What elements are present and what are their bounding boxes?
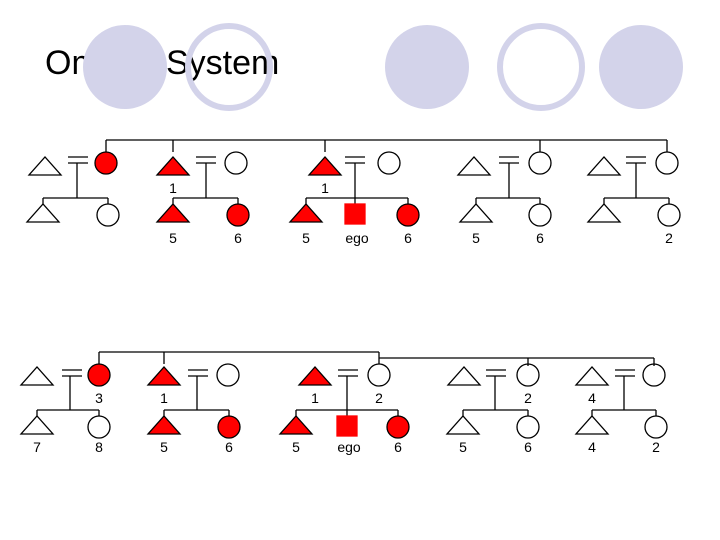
- kin-label: 6: [394, 439, 402, 455]
- kin-label: 2: [665, 230, 673, 246]
- male-symbol-red: [146, 415, 182, 435]
- female-symbol: [367, 363, 391, 387]
- diagram-1-labels: 1 1 5 6 5 ego 6 5 6 2: [169, 180, 673, 246]
- diagram-2-labels: 3 1 1 2 2 4 7 8 5 6 5 ego 6 5 6 4 2: [33, 390, 660, 455]
- male-symbol-red: [288, 203, 324, 223]
- female-symbol: [642, 363, 666, 387]
- decor-circles: [83, 23, 683, 111]
- diagram-2: [19, 351, 668, 439]
- female-symbol-red: [386, 415, 410, 439]
- kin-label: 5: [472, 230, 480, 246]
- kin-label: 4: [588, 390, 596, 406]
- female-symbol: [655, 151, 679, 175]
- female-symbol: [516, 415, 540, 439]
- ego-square: [336, 415, 358, 437]
- kin-label: 8: [95, 439, 103, 455]
- ego-label: ego: [345, 230, 369, 246]
- kin-label: 1: [169, 180, 177, 196]
- decor-circle: [185, 23, 273, 111]
- kin-label: 4: [588, 439, 596, 455]
- decor-circle: [385, 25, 469, 109]
- male-symbol-red: [278, 415, 314, 435]
- kin-label: 1: [311, 390, 319, 406]
- female-symbol: [377, 151, 401, 175]
- female-symbol: [528, 151, 552, 175]
- diagram-2-lines: [36, 351, 657, 416]
- female-symbol: [96, 203, 120, 227]
- ego-square: [344, 203, 366, 225]
- kin-label: 5: [302, 230, 310, 246]
- kin-label: 7: [33, 439, 41, 455]
- kin-label: 2: [524, 390, 532, 406]
- kin-label: 6: [536, 230, 544, 246]
- kin-label: 5: [169, 230, 177, 246]
- kin-label: 2: [375, 390, 383, 406]
- male-symbol-red: [307, 156, 343, 176]
- female-symbol-red: [217, 415, 241, 439]
- female-symbol: [516, 363, 540, 387]
- kin-label: 1: [321, 180, 329, 196]
- male-symbol-red: [155, 156, 191, 176]
- male-symbol: [586, 203, 622, 223]
- male-symbol: [25, 203, 61, 223]
- male-symbol: [19, 415, 55, 435]
- kin-label: 6: [234, 230, 242, 246]
- female-symbol-red: [94, 151, 118, 175]
- kin-label: 5: [292, 439, 300, 455]
- female-symbol: [87, 415, 111, 439]
- female-symbol: [216, 363, 240, 387]
- ego-label: ego: [337, 439, 361, 455]
- decor-circle: [599, 25, 683, 109]
- diagram-1: [25, 139, 681, 227]
- kin-label: 5: [160, 439, 168, 455]
- male-symbol-red: [146, 366, 182, 386]
- female-symbol: [657, 203, 681, 227]
- male-symbol: [574, 415, 610, 435]
- male-symbol-red: [297, 366, 333, 386]
- female-symbol: [644, 415, 668, 439]
- male-symbol: [446, 366, 482, 386]
- kin-label: 3: [95, 390, 103, 406]
- kin-label: 6: [524, 439, 532, 455]
- kin-label: 2: [652, 439, 660, 455]
- kin-label: 5: [459, 439, 467, 455]
- male-symbol-red: [155, 203, 191, 223]
- female-symbol-red: [226, 203, 250, 227]
- male-symbol: [27, 156, 63, 176]
- kin-label: 1: [160, 390, 168, 406]
- male-symbol: [458, 203, 494, 223]
- female-symbol-red: [396, 203, 420, 227]
- male-symbol: [574, 366, 610, 386]
- kin-label: 6: [225, 439, 233, 455]
- male-symbol: [456, 156, 492, 176]
- female-symbol: [224, 151, 248, 175]
- kin-label: 6: [404, 230, 412, 246]
- male-symbol: [445, 415, 481, 435]
- male-symbol: [19, 366, 55, 386]
- decor-circle: [497, 23, 585, 111]
- diagram-1-lines: [42, 139, 670, 204]
- decor-circle: [83, 25, 167, 109]
- male-symbol: [586, 156, 622, 176]
- female-symbol: [528, 203, 552, 227]
- female-symbol-red: [87, 363, 111, 387]
